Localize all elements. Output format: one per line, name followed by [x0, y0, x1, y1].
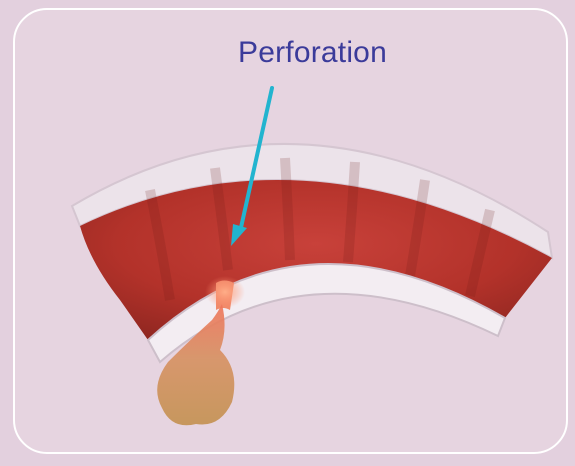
perforation-label: Perforation: [238, 36, 387, 70]
perforation-flare: [205, 276, 245, 308]
